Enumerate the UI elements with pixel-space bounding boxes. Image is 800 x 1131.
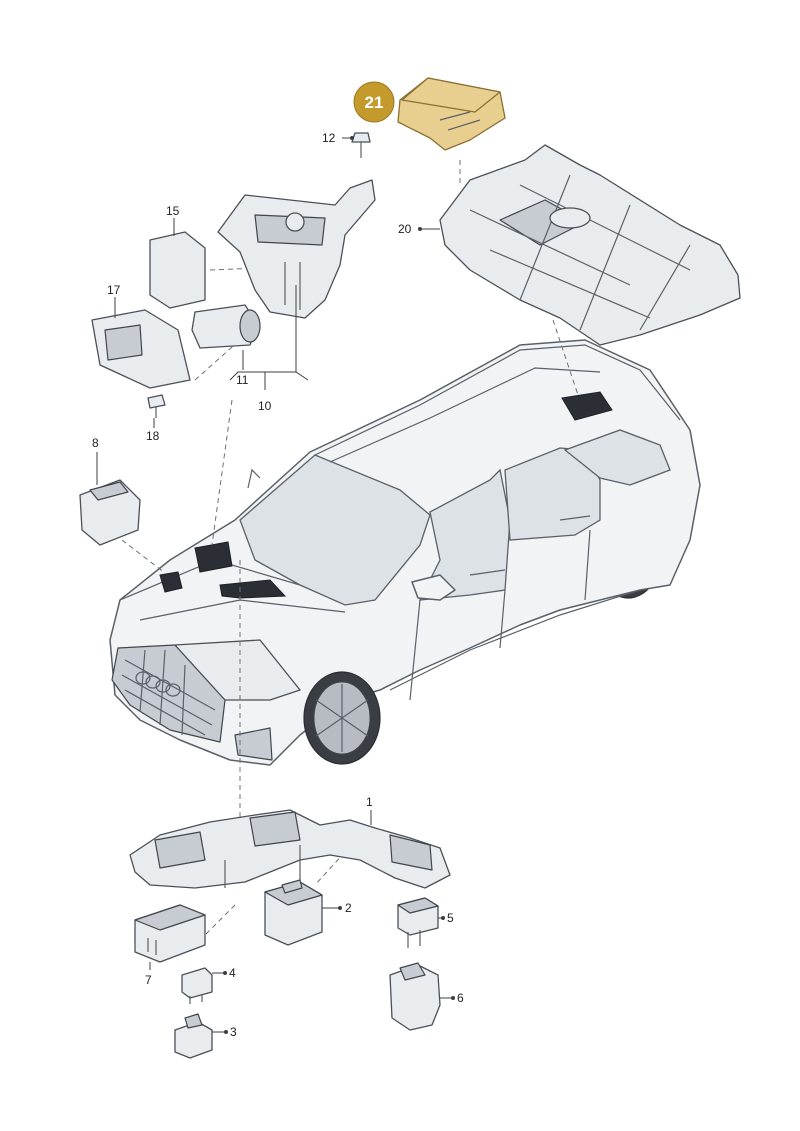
highlight-badge-label: 21 bbox=[365, 93, 384, 112]
callout-leaders bbox=[96, 136, 455, 1034]
car-illustration bbox=[109, 339, 701, 766]
part-12-shape bbox=[351, 132, 371, 143]
callout-labels: 1 2 3 4 5 6 7 8 10 11 12 15 17 18 20 bbox=[92, 131, 464, 1039]
callout-12[interactable]: 12 bbox=[322, 131, 336, 145]
part-20-shape bbox=[439, 144, 741, 346]
callout-11[interactable]: 11 bbox=[236, 373, 249, 387]
part-4-shape bbox=[181, 967, 213, 1004]
part-18-shape bbox=[147, 394, 166, 409]
callout-1[interactable]: 1 bbox=[366, 795, 373, 809]
reference-lines bbox=[121, 160, 579, 936]
callout-20[interactable]: 20 bbox=[398, 222, 412, 236]
part-1-shape bbox=[129, 809, 451, 889]
highlight-badge bbox=[353, 81, 395, 123]
part-8-shape bbox=[79, 479, 141, 546]
highlighted-part-21[interactable]: 21 bbox=[353, 77, 506, 151]
callout-8[interactable]: 8 bbox=[92, 436, 99, 450]
callout-2[interactable]: 2 bbox=[345, 901, 352, 915]
part-2-shape bbox=[264, 879, 323, 946]
callout-4[interactable]: 4 bbox=[229, 966, 236, 980]
callout-18[interactable]: 18 bbox=[146, 429, 160, 443]
part-6-shape bbox=[389, 962, 441, 1031]
callout-6[interactable]: 6 bbox=[457, 991, 464, 1005]
part-5-shape bbox=[397, 897, 439, 948]
callout-5[interactable]: 5 bbox=[447, 911, 454, 925]
parts-group-upper-left bbox=[91, 132, 376, 418]
part-15-shape bbox=[149, 231, 206, 309]
callout-17[interactable]: 17 bbox=[107, 283, 121, 297]
part-3-shape bbox=[174, 1013, 213, 1059]
callout-15[interactable]: 15 bbox=[166, 204, 180, 218]
part-7-shape bbox=[134, 904, 206, 963]
brand-logo-rings bbox=[135, 671, 181, 697]
callout-3[interactable]: 3 bbox=[230, 1025, 237, 1039]
callout-7[interactable]: 7 bbox=[145, 973, 152, 987]
callout-10[interactable]: 10 bbox=[258, 399, 272, 413]
part-11-shape bbox=[191, 304, 259, 349]
